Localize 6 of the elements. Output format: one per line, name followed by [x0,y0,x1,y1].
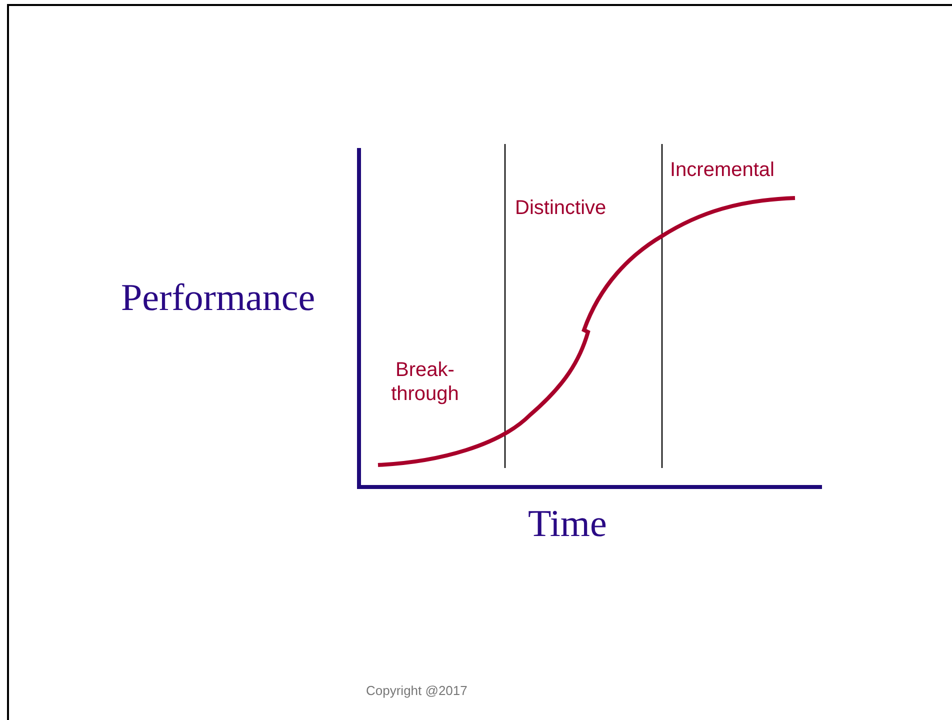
phase-label: Break- through [390,358,460,406]
axis-title: Performance [121,276,316,321]
copyright-note: Copyright @2017 [366,683,468,699]
phase-label: Incremental [670,158,774,182]
axis-title: Time [528,502,607,547]
phase-label: Distinctive [515,196,606,220]
